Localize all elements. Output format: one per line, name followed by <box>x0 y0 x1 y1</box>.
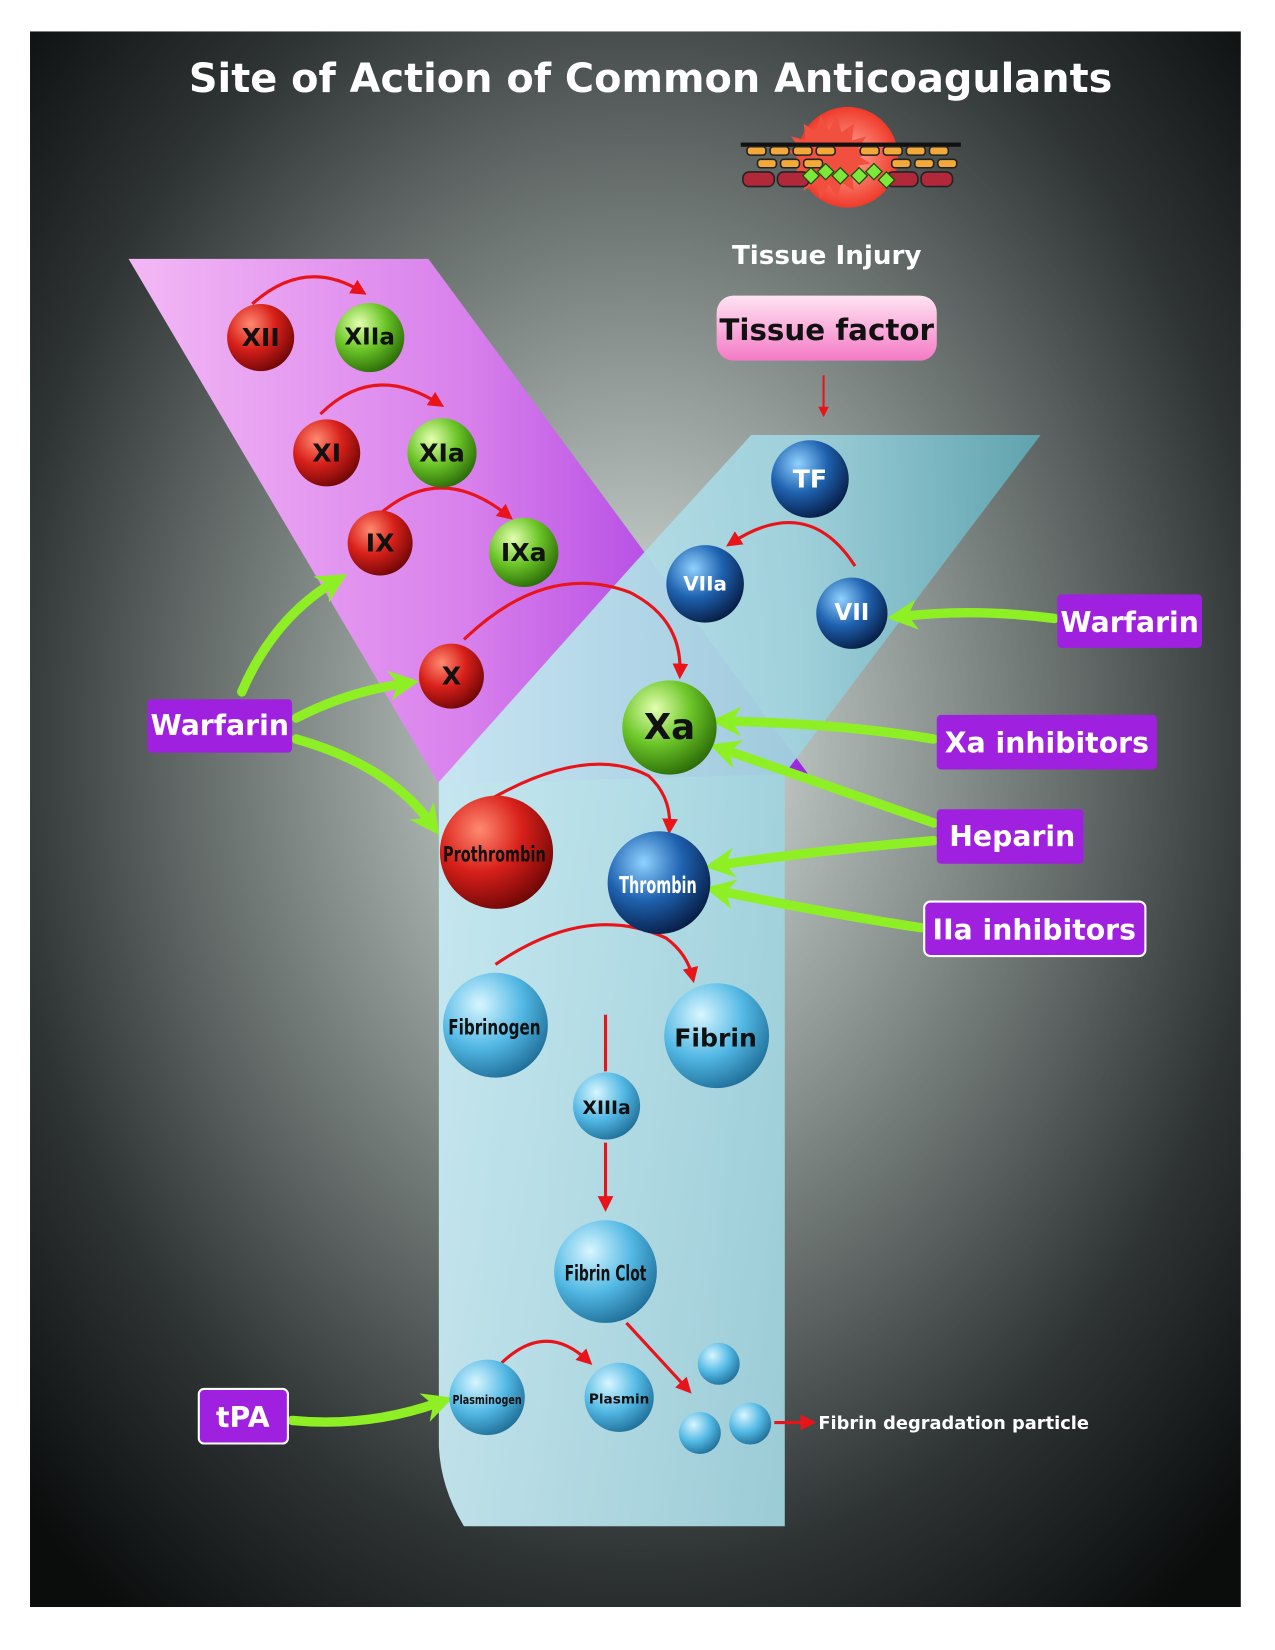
arrow-warfarin-vii <box>887 599 1059 630</box>
node-tf: TF <box>771 440 849 518</box>
svg-text:Xa: Xa <box>644 707 696 748</box>
arrow-warfarin-prothrombin <box>291 734 440 836</box>
tissue-injury-icon <box>740 106 961 208</box>
svg-text:Prothrombin: Prothrombin <box>443 842 546 866</box>
node-ix: IX <box>347 510 413 576</box>
arrow-vii-viia <box>726 521 857 567</box>
svg-text:XIIIa: XIIIa <box>582 1097 630 1119</box>
arrow-prothrombin-thrombin <box>490 762 678 835</box>
tissue-factor-box: Tissue factor <box>716 295 937 361</box>
arrow-ix-ixa <box>379 486 513 520</box>
node-xiiia: XIIIa <box>573 1072 641 1140</box>
drug-warfarin-left: Warfarin <box>147 699 293 753</box>
svg-text:TF: TF <box>793 465 827 494</box>
node-plasmin: Plasmin <box>584 1362 654 1432</box>
node-xiia: XIIa <box>335 302 405 373</box>
node-xii: XII <box>227 304 295 372</box>
arrow-clot-degradation <box>625 1321 692 1394</box>
svg-text:VIIa: VIIa <box>683 572 727 595</box>
svg-text:VII: VII <box>834 600 869 626</box>
arrow-xii-xiia <box>251 275 367 306</box>
svg-text:tPA: tPA <box>216 1401 270 1434</box>
arrow-warfarin-x <box>291 670 420 723</box>
node-xia: XIa <box>407 418 477 488</box>
arrow-warfarin-ix <box>237 573 347 697</box>
node-vii: VII <box>816 577 888 649</box>
drug-heparin: Heparin <box>936 809 1084 864</box>
diagram-title: Site of Action of Common Anticoagulants <box>189 56 1112 102</box>
node-viia: VIIa <box>666 545 744 623</box>
node-plasminogen: Plasminogen <box>449 1359 525 1436</box>
arrow-plasminogen-plasmin <box>500 1339 593 1366</box>
arrow-tpa-plasminogen <box>287 1393 454 1427</box>
svg-text:Xa inhibitors: Xa inhibitors <box>945 727 1149 760</box>
svg-text:IXa: IXa <box>501 538 547 567</box>
svg-text:Fibrinogen: Fibrinogen <box>448 1015 540 1039</box>
node-xa: Xa <box>622 680 717 775</box>
svg-text:Plasmin: Plasmin <box>589 1391 649 1407</box>
svg-text:X: X <box>442 662 461 691</box>
svg-text:IIa inhibitors: IIa inhibitors <box>933 913 1136 946</box>
node-prothrombin: Prothrombin <box>439 795 554 909</box>
svg-text:XI: XI <box>312 438 341 467</box>
drug-warfarin-right: Warfarin <box>1057 594 1203 648</box>
svg-text:IX: IX <box>366 529 395 558</box>
arrow-x-xa <box>462 581 689 680</box>
node-fibrinogen: Fibrinogen <box>443 972 548 1078</box>
node-x: X <box>418 643 484 709</box>
node-fibrin: Fibrin <box>664 983 770 1089</box>
arrow-iia-inhibitors-thrombin <box>705 879 926 933</box>
svg-text:XIa: XIa <box>419 438 465 467</box>
drug-xa-inhibitors: Xa inhibitors <box>936 714 1157 770</box>
svg-text:XIIa: XIIa <box>344 325 394 351</box>
arrow-heparin-thrombin <box>704 836 939 878</box>
arrow-heparin-xa <box>709 740 939 828</box>
tissue-injury-label: Tissue Injury <box>732 241 922 271</box>
drug-arrows <box>237 573 1059 1427</box>
fibrin-degradation-label: Fibrin degradation particle <box>818 1413 1089 1434</box>
svg-text:Fibrin: Fibrin <box>674 1023 757 1052</box>
arrow-xa-inhibitors-xa <box>710 706 939 744</box>
drug-iia-inhibitors: IIa inhibitors <box>923 900 1147 958</box>
node-thrombin: Thrombin <box>607 831 711 935</box>
svg-text:Plasminogen: Plasminogen <box>452 1392 521 1407</box>
svg-text:Warfarin: Warfarin <box>1060 606 1198 639</box>
svg-text:Warfarin: Warfarin <box>151 709 289 742</box>
svg-text:Heparin: Heparin <box>949 820 1075 853</box>
tissue-factor-label: Tissue factor <box>719 313 934 347</box>
node-fibrin-clot: Fibrin Clot <box>554 1220 657 1323</box>
svg-text:Thrombin: Thrombin <box>619 873 697 899</box>
fibrin-degradation-particles <box>678 1342 772 1454</box>
svg-text:Fibrin Clot: Fibrin Clot <box>565 1262 647 1286</box>
drug-tpa: tPA <box>197 1387 289 1445</box>
node-ixa: IXa <box>489 517 559 588</box>
node-xi: XI <box>293 419 361 487</box>
svg-text:XII: XII <box>242 323 280 352</box>
arrow-xi-xia <box>319 383 445 416</box>
